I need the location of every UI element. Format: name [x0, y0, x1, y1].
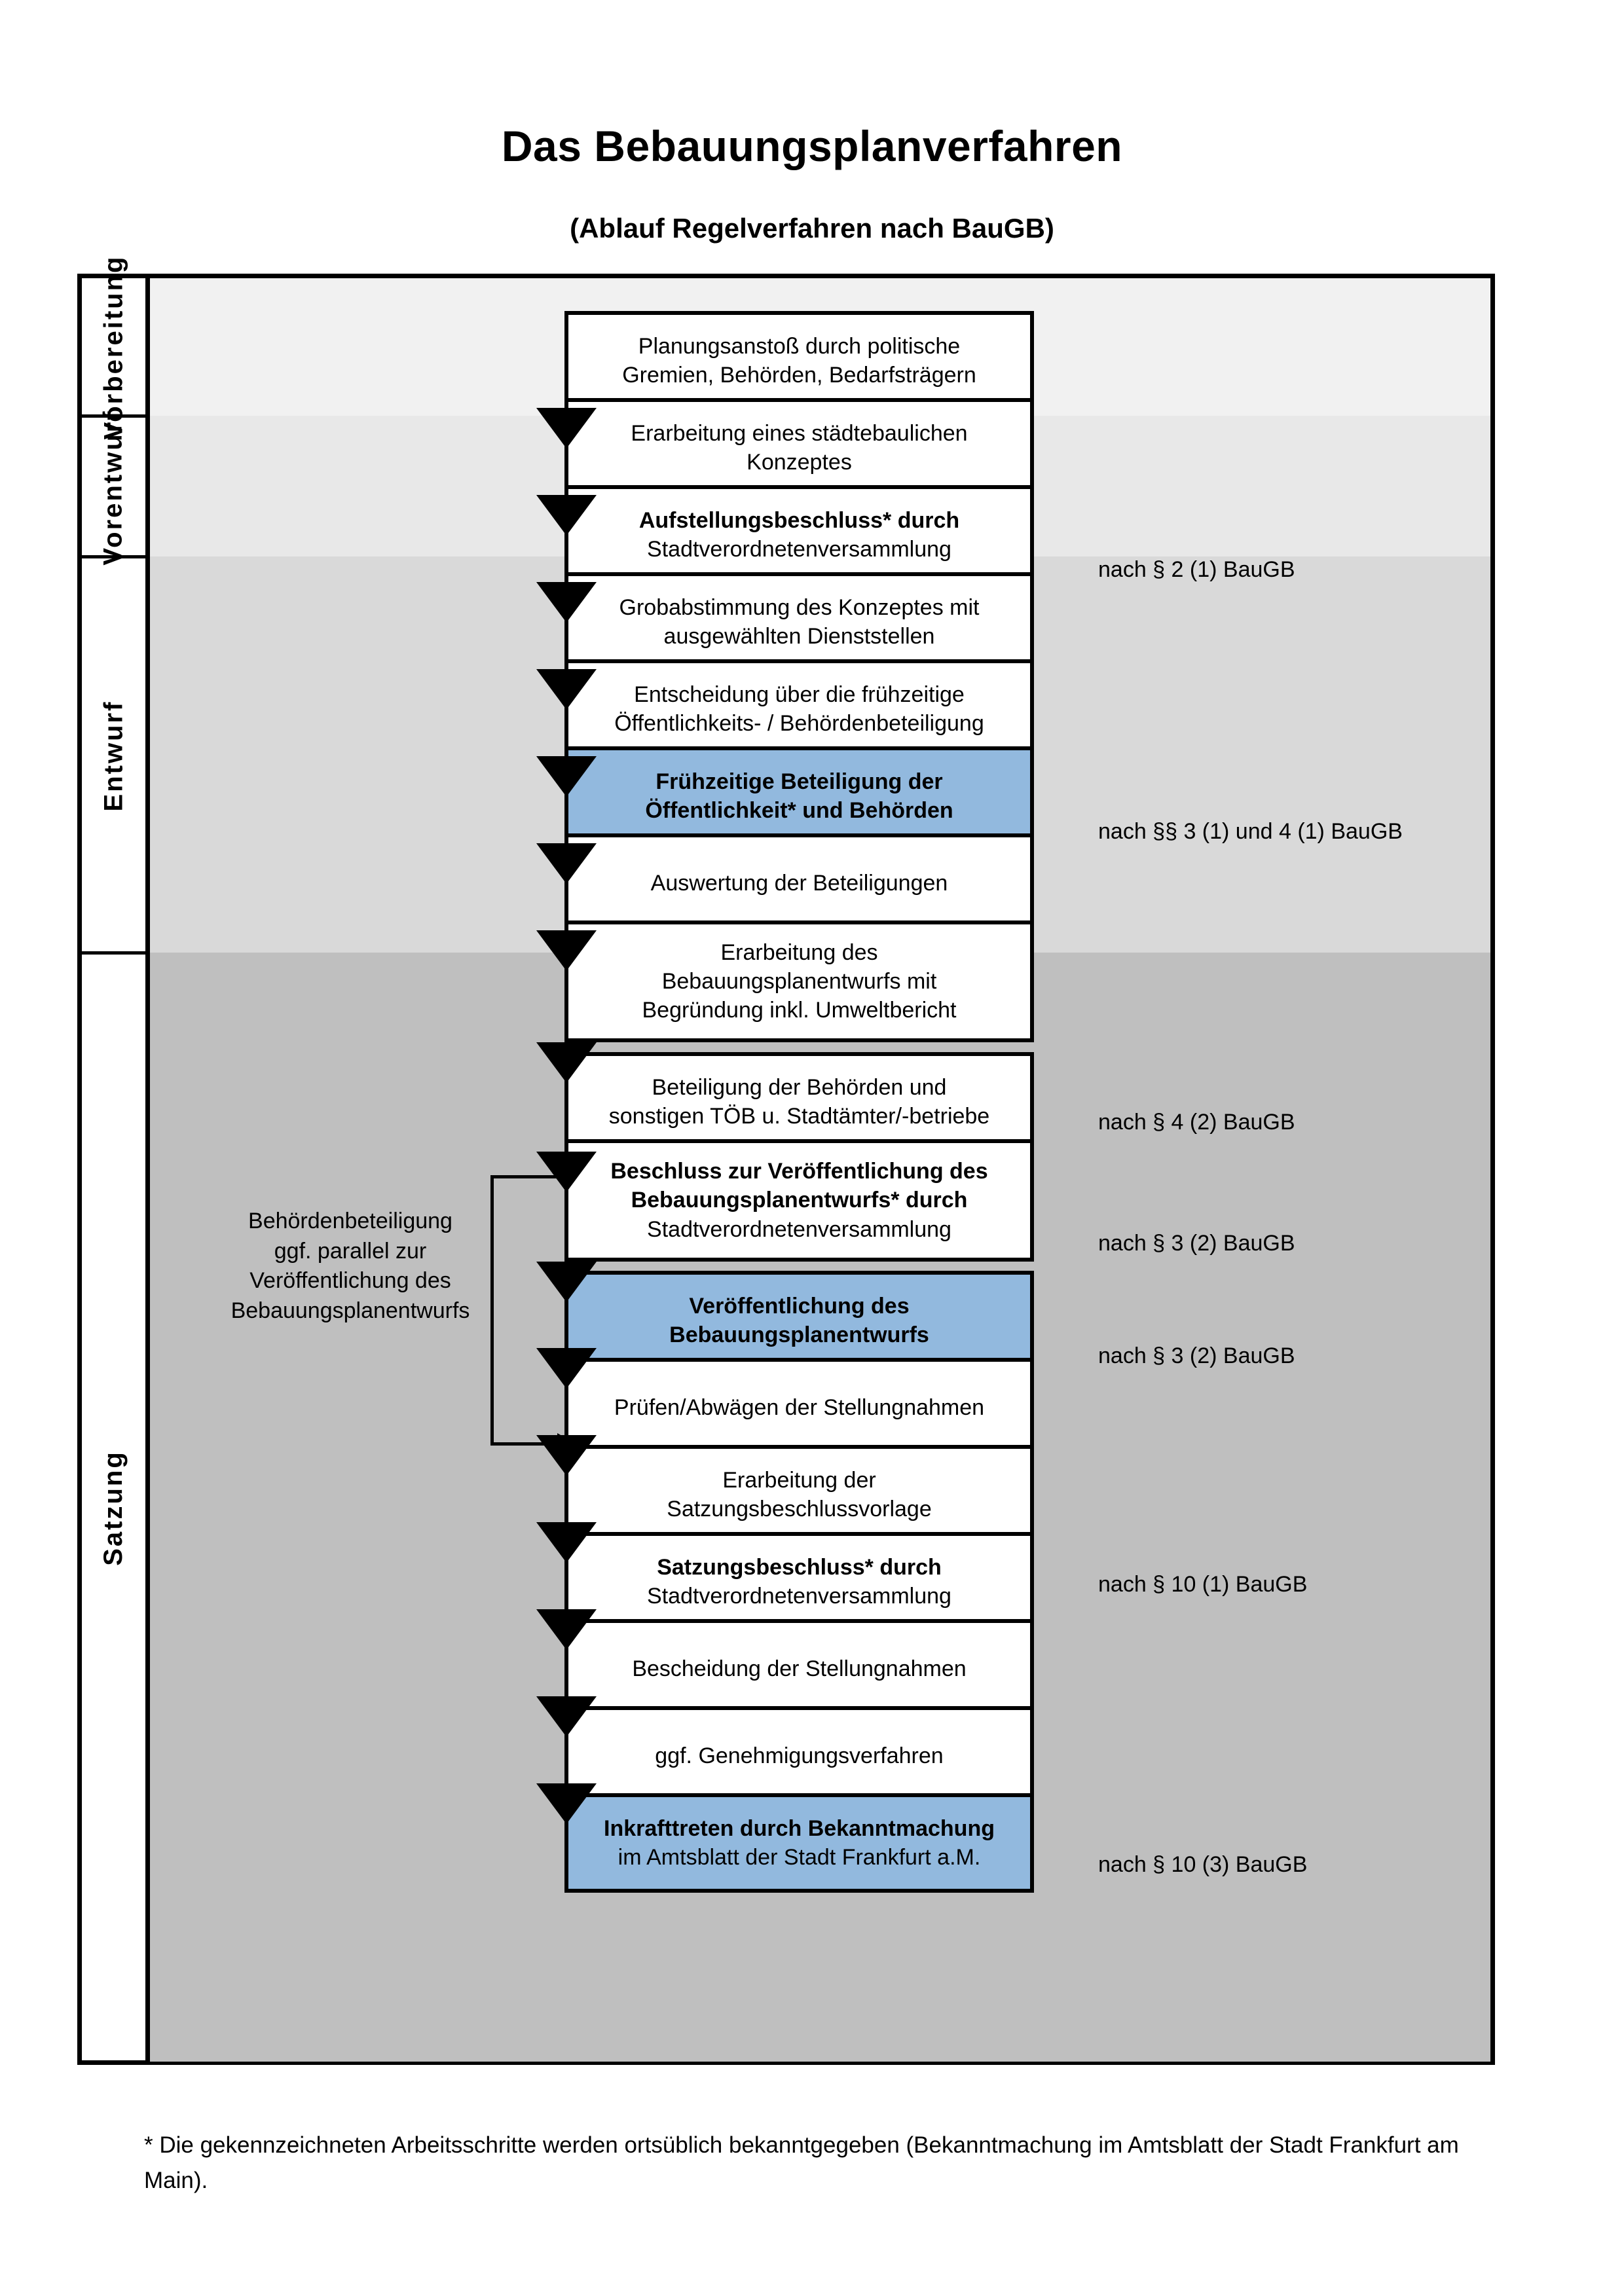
flow-arrow-down: [536, 930, 597, 971]
process-box-s4[interactable]: Grobabstimmung des Konzeptes mit ausgewä…: [564, 572, 1034, 672]
flow-arrow-down: [536, 669, 597, 710]
flow-arrow-down: [536, 1609, 597, 1650]
flow-arrow-down: [536, 756, 597, 797]
flow-arrow-down: [536, 1522, 597, 1563]
phase-label-entwurf: Entwurf: [82, 558, 145, 953]
process-box-s17[interactable]: Inkrafttreten durch Bekanntmachung im Am…: [564, 1793, 1034, 1893]
side-note-line: Veröffentlichung des: [249, 1268, 451, 1294]
process-box-s5[interactable]: Entscheidung über die frühzeitige Öffent…: [564, 659, 1034, 759]
annotation-baugb-10-1: nach § 10 (1) BauGB: [1098, 1572, 1308, 1597]
process-box-s8[interactable]: Erarbeitung des Bebauungsplanentwurfs mi…: [564, 920, 1034, 1042]
side-note-behoerdenbeteiligung: Behördenbeteiligung ggf. parallel zur Ve…: [187, 1207, 514, 1326]
process-box-s6[interactable]: Frühzeitige Beteiligung der Öffentlichke…: [564, 746, 1034, 846]
box-text: Veröffentlichung des Bebauungsplanentwur…: [669, 1293, 929, 1347]
process-box-s12[interactable]: Prüfen/Abwägen der Stellungnahmen: [564, 1358, 1034, 1457]
flow-arrow-down: [536, 1348, 597, 1389]
flowchart-frame: Vorbereitung Vorentwurf Entwurf Satzung: [77, 255, 1495, 2065]
phase-label-vorentwurf: Vorentwurf: [82, 409, 145, 565]
box-text: Prüfen/Abwägen der Stellungnahmen: [614, 1394, 985, 1420]
box-text: Auswertung der Beteiligungen: [650, 870, 948, 896]
feedback-connector: [490, 1175, 582, 1455]
annotation-baugb-10-3: nach § 10 (3) BauGB: [1098, 1852, 1308, 1877]
flow-arrow-down: [536, 582, 597, 623]
page-title: Das Bebauungsplanverfahren: [501, 122, 1123, 170]
phase-divider: [82, 555, 145, 558]
process-box-s7[interactable]: Auswertung der Beteiligungen: [564, 833, 1034, 933]
process-box-s9[interactable]: Beteiligung der Behörden und sonstigen T…: [564, 1052, 1034, 1152]
flow-arrow-down: [536, 1783, 597, 1824]
flow-arrow-down: [536, 1696, 597, 1737]
process-box-s2[interactable]: Erarbeitung eines städtebaulichen Konzep…: [564, 398, 1034, 498]
side-note-line: ggf. parallel zur: [274, 1238, 427, 1264]
footnote: * Die gekennzeichneten Arbeitsschritte w…: [144, 2132, 1459, 2194]
box-text: Grobabstimmung des Konzeptes mit ausgewä…: [619, 594, 980, 649]
flow-arrow-down: [536, 843, 597, 884]
box-text: Aufstellungsbeschluss* durch Stadtverord…: [638, 507, 960, 562]
connector-segment-top: [490, 1175, 568, 1178]
phase-label-satzung: Satzung: [82, 955, 145, 2062]
phase-label-text: Satzung: [99, 1450, 128, 1566]
box-text: Beschluss zur Veröffentlichung des Bebau…: [610, 1159, 988, 1242]
box-text: Erarbeitung eines städtebaulichen Konzep…: [631, 420, 968, 475]
process-box-s14[interactable]: Satzungsbeschluss* durch Stadtverordnete…: [564, 1532, 1034, 1631]
page-subtitle: (Ablauf Regelverfahren nach BauGB): [570, 213, 1054, 244]
flow-arrow-down: [536, 495, 597, 536]
box-text: Erarbeitung des Bebauungsplanentwurfs mi…: [642, 939, 957, 1023]
flow-arrow-down: [536, 408, 597, 448]
phase-divider: [82, 414, 145, 418]
process-box-s15[interactable]: Bescheidung der Stellungnahmen: [564, 1619, 1034, 1719]
phase-label-vorbereitung: Vorbereitung: [82, 255, 145, 439]
annotation-baugb-3-2-b: nach § 3 (2) BauGB: [1098, 1343, 1295, 1368]
box-text: Entscheidung über die frühzeitige Öffent…: [614, 682, 984, 736]
flow-arrow-down: [536, 1042, 597, 1083]
box-text: Planungsanstoß durch politische Gremien,…: [622, 333, 976, 388]
annotation-baugb-3-2-a: nach § 3 (2) BauGB: [1098, 1231, 1295, 1256]
annotation-baugb-2-1: nach § 2 (1) BauGB: [1098, 557, 1295, 582]
flow-arrow-down: [536, 1262, 597, 1302]
process-box-s11[interactable]: Veröffentlichung des Bebauungsplanentwur…: [564, 1271, 1034, 1370]
process-box-s16[interactable]: ggf. Genehmigungsverfahren: [564, 1706, 1034, 1806]
phase-divider: [82, 951, 145, 955]
process-box-s1[interactable]: Planungsanstoß durch politische Gremien,…: [564, 311, 1034, 410]
connector-segment-left: [490, 1175, 494, 1446]
side-note-line: Behördenbeteiligung: [248, 1209, 452, 1233]
side-note-line: Bebauungsplanentwurfs: [231, 1298, 470, 1323]
annotation-baugb-4-2: nach § 4 (2) BauGB: [1098, 1110, 1295, 1135]
connector-segment-bottom: [490, 1442, 559, 1446]
process-box-s10[interactable]: Beschluss zur Veröffentlichung des Bebau…: [564, 1139, 1034, 1262]
process-box-s3[interactable]: Aufstellungsbeschluss* durch Stadtverord…: [564, 485, 1034, 585]
phase-label-column: Vorbereitung Vorentwurf Entwurf Satzung: [82, 255, 150, 2062]
box-text: Satzungsbeschluss* durch Stadtverordnete…: [647, 1554, 951, 1609]
phase-label-text: Entwurf: [99, 700, 128, 811]
phase-label-text: Vorentwurf: [99, 409, 128, 566]
box-text: Bescheidung der Stellungnahmen: [632, 1656, 967, 1681]
annotation-baugb-3-1-4-1: nach §§ 3 (1) und 4 (1) BauGB: [1098, 819, 1403, 844]
process-box-s13[interactable]: Erarbeitung der Satzungsbeschlussvorlage: [564, 1445, 1034, 1544]
box-text: Beteiligung der Behörden und sonstigen T…: [608, 1074, 990, 1129]
box-text: Frühzeitige Beteiligung der Öffentlichke…: [645, 769, 953, 823]
box-text: Inkrafttreten durch Bekanntmachung im Am…: [604, 1815, 995, 1870]
box-text: Erarbeitung der Satzungsbeschlussvorlage: [667, 1467, 932, 1522]
connector-arrowhead: [557, 1433, 577, 1455]
flow-arrow-down: [536, 1152, 597, 1192]
box-text: ggf. Genehmigungsverfahren: [655, 1743, 944, 1768]
